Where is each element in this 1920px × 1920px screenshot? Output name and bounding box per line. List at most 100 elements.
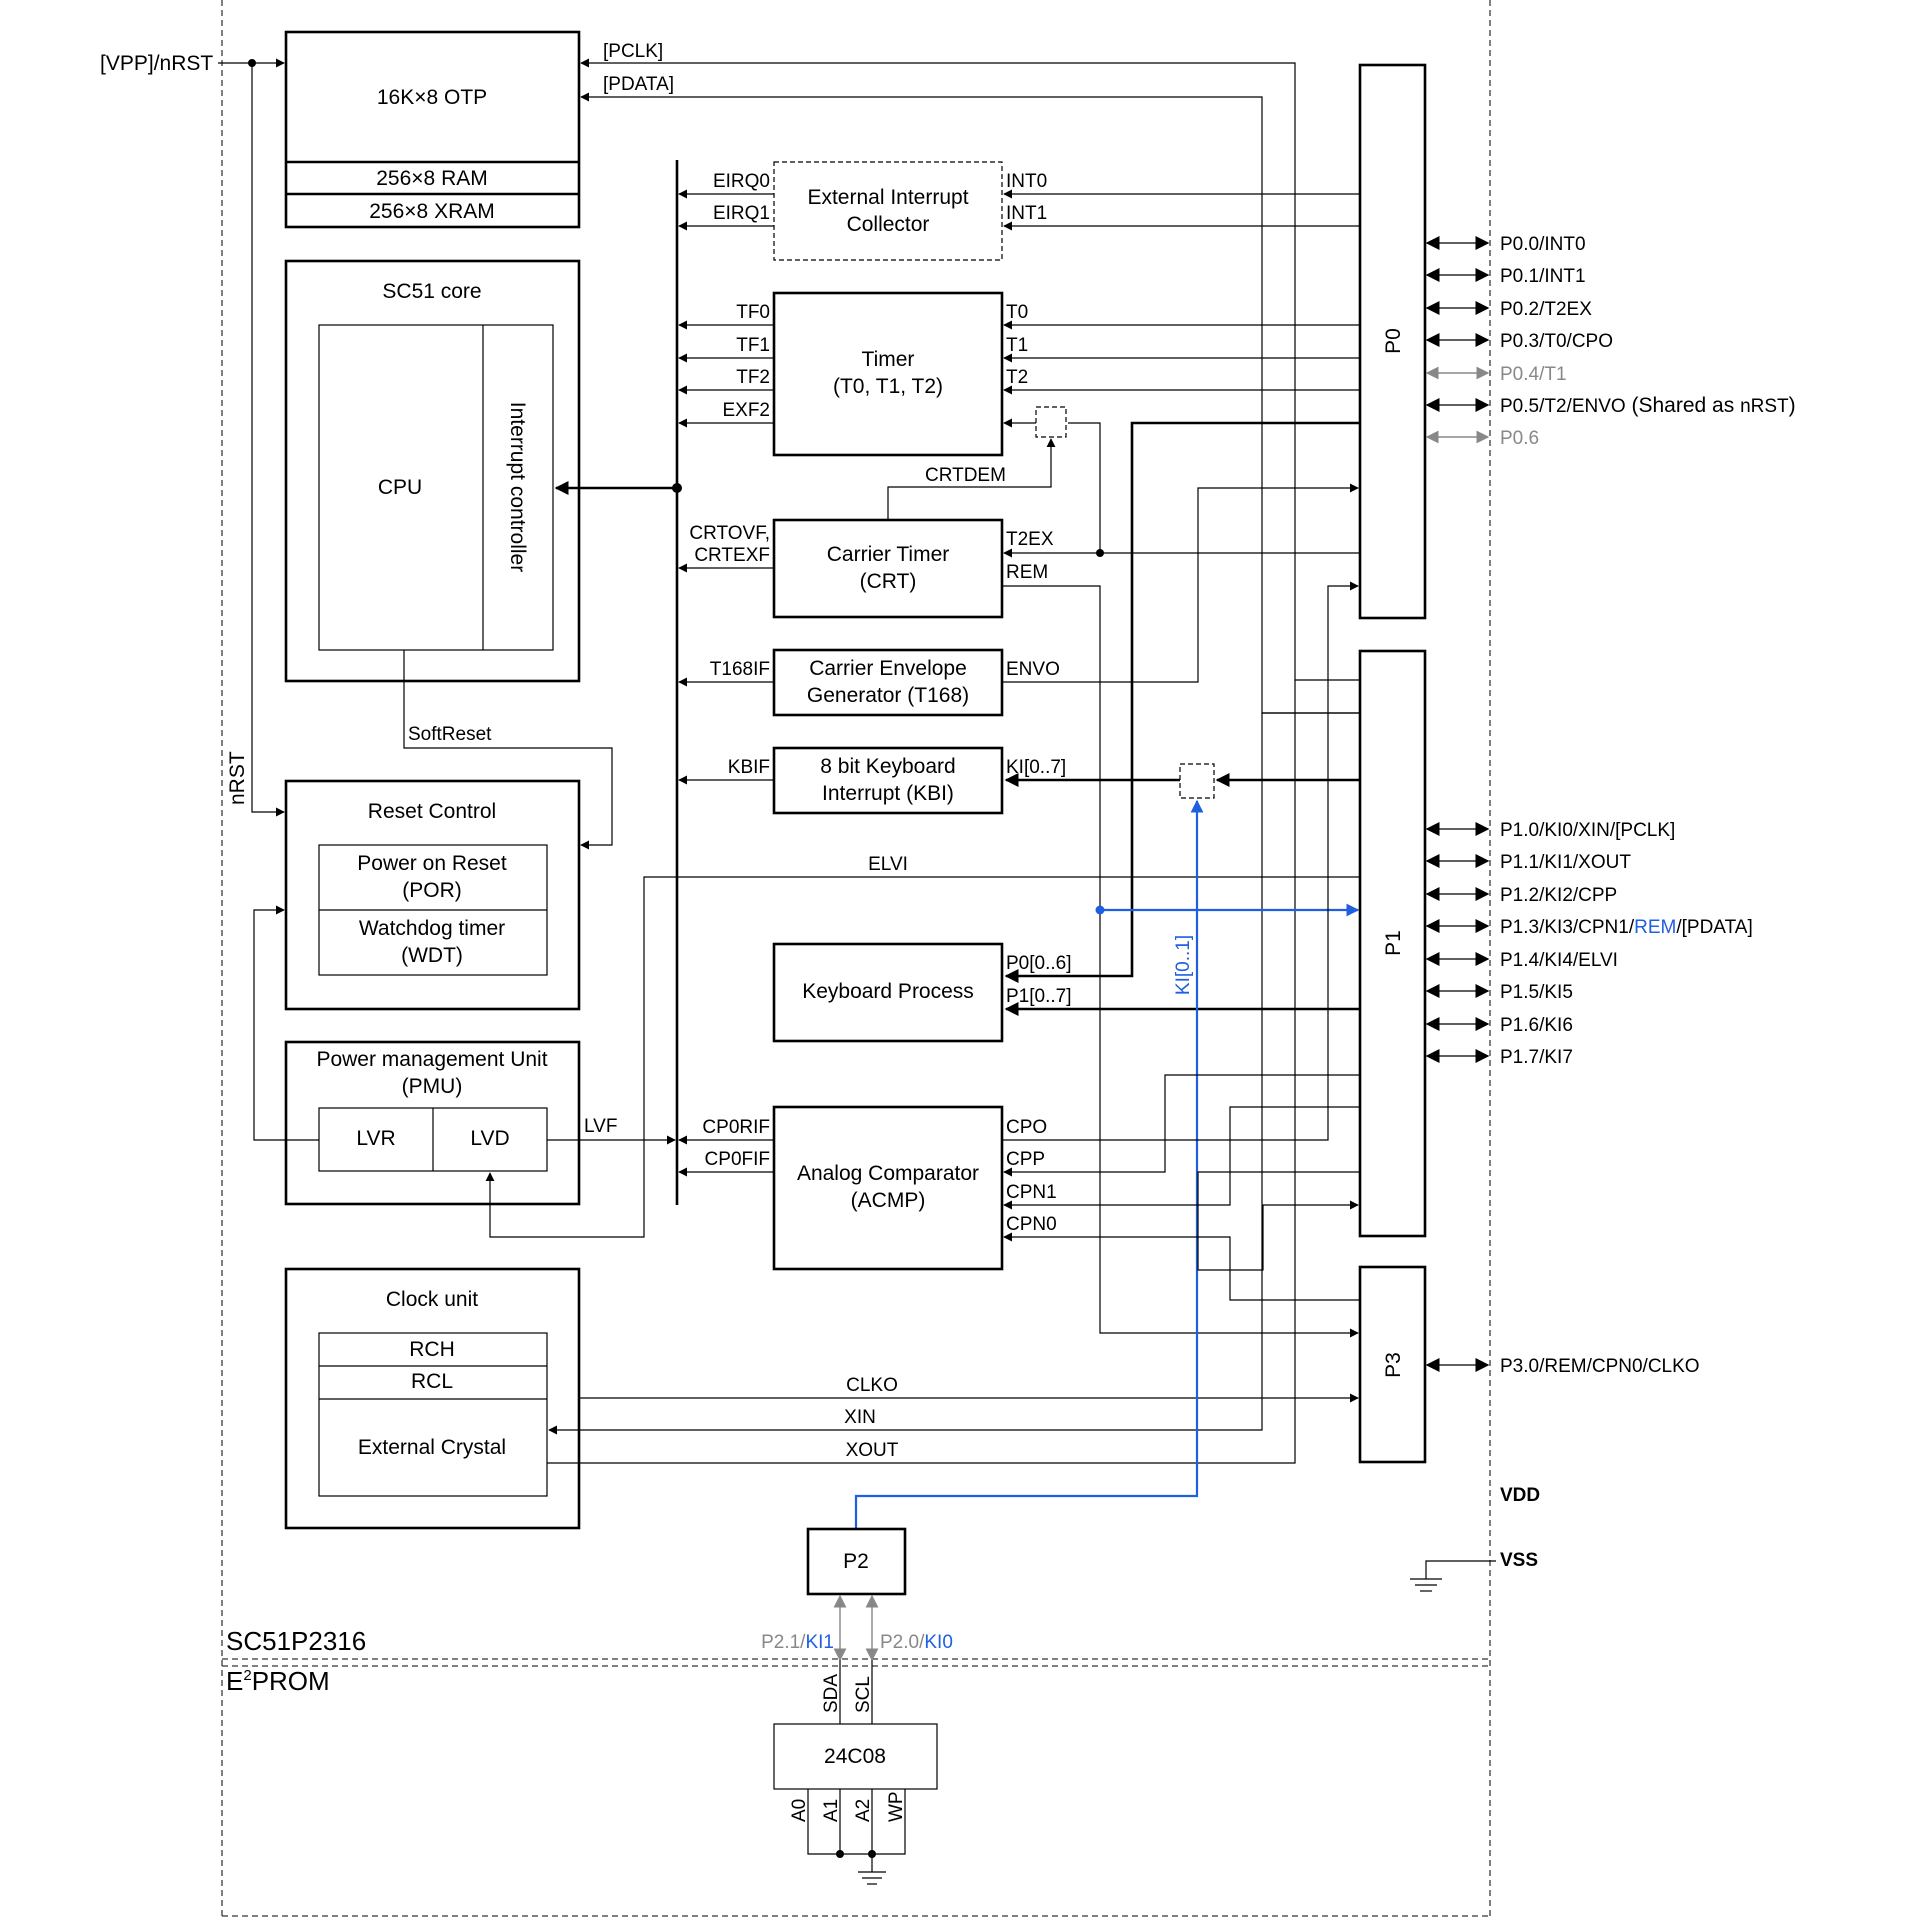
port-p0 [1358, 63, 1427, 620]
port-p1 [1358, 649, 1427, 1238]
nrst-vertical-label: nRST [226, 751, 249, 805]
t2-label: T2 [1006, 367, 1028, 388]
p0-pin-arrows [1425, 236, 1490, 444]
rem-label: REM [1006, 562, 1048, 583]
acmp-title-2: (ACMP) [851, 1189, 926, 1212]
por-abbrev: (POR) [402, 879, 462, 902]
pin-p0-3: P0.3/T0/CPO [1500, 331, 1613, 352]
wp-label: WP [886, 1791, 907, 1822]
t2ex-label: T2EX [1006, 529, 1054, 550]
pin-p0-4: P0.4/T1 [1500, 364, 1567, 385]
elvi-label: ELVI [868, 854, 908, 875]
keyboard-process-block [772, 942, 1004, 1043]
eic-title-2: Collector [847, 213, 930, 236]
ki-label: KI[0..7] [1006, 757, 1066, 778]
pin-p0-0: P0.0/INT0 [1500, 234, 1586, 255]
cp0fif-label: CP0FIF [705, 1149, 770, 1170]
pclk-label: [PCLK] [603, 41, 663, 62]
crt-title-2: (CRT) [860, 570, 917, 593]
cpn1-label: CPN1 [1006, 1182, 1057, 1203]
timer-title-1: Timer [862, 348, 915, 371]
rch-label: RCH [409, 1338, 455, 1361]
analog-comparator-block [772, 1105, 1004, 1271]
pin-p1-3: P1.3/KI3/CPN1/REM/[PDATA] [1500, 917, 1753, 938]
port-p0-label: P0 [1382, 328, 1405, 354]
wdt-abbrev: (WDT) [401, 944, 463, 967]
crtexf-label: CRTEXF [694, 545, 770, 566]
pin-p2-1: P2.1/KI1 [761, 1632, 834, 1653]
timer-title-2: (T0, T1, T2) [833, 375, 943, 398]
pin-p0-5: P0.5/T2/ENVO (Shared as nRST) [1500, 394, 1796, 417]
t168-title-2: Generator (T168) [807, 684, 969, 707]
port-p2 [806, 1527, 907, 1596]
pin-p2-0: P2.0/KI0 [880, 1632, 953, 1653]
lvd-label: LVD [470, 1127, 509, 1150]
interrupt-controller-label: Interrupt controller [506, 402, 529, 572]
eeprom-section-label: E2PROM [226, 1666, 330, 1696]
xin-label: XIN [844, 1407, 876, 1428]
softreset-wire [403, 650, 613, 850]
tf2-label: TF2 [736, 367, 770, 388]
eirq1-label: EIRQ1 [713, 203, 770, 224]
tf1-label: TF1 [736, 335, 770, 356]
p2-eeprom-arrows [833, 1594, 879, 1724]
eic-wires [678, 189, 1360, 231]
pmu-title: Power management Unit [316, 1048, 547, 1071]
cpu-block [318, 324, 554, 651]
ki-blue-wires [854, 799, 1360, 1529]
pin-p0-1: P0.1/INT1 [1500, 266, 1586, 287]
vpp-nrst-pin-label: [VPP]/nRST [100, 52, 213, 75]
port-p2-label: P2 [843, 1550, 869, 1573]
keyboard-interrupt-block [772, 746, 1004, 815]
tf0-label: TF0 [736, 302, 770, 323]
pin-p1-7: P1.7/KI7 [1500, 1047, 1573, 1068]
cpn0-label: CPN0 [1006, 1214, 1057, 1235]
a0-label: A0 [789, 1799, 810, 1822]
reset-control-title: Reset Control [368, 800, 496, 823]
int1-label: INT1 [1006, 203, 1047, 224]
t168-title-1: Carrier Envelope [809, 657, 967, 680]
a1-label: A1 [821, 1799, 842, 1822]
pin-p1-5: P1.5/KI5 [1500, 982, 1573, 1003]
sda-label: SDA [821, 1674, 842, 1713]
chip-frame [221, 0, 1491, 1920]
crtdem-label: CRTDEM [925, 465, 1006, 486]
acmp-title-1: Analog Comparator [797, 1162, 979, 1185]
cpu-label: CPU [378, 476, 422, 499]
ki01-label: KI[0..1] [1173, 935, 1194, 995]
pdata-label: [PDATA] [603, 74, 674, 95]
envo-label: ENVO [1006, 659, 1060, 680]
external-crystal-label: External Crystal [358, 1436, 506, 1459]
t0-label: T0 [1006, 302, 1028, 323]
vss-label: VSS [1500, 1550, 1538, 1571]
clock-wires [547, 680, 1360, 1464]
otp-label: 16K×8 OTP [377, 86, 487, 109]
p1-bus-label: P1[0..7] [1006, 986, 1072, 1007]
pin-p0-2: P0.2/T2EX [1500, 299, 1592, 320]
t168if-label: T168IF [710, 659, 770, 680]
pin-p3-0: P3.0/REM/CPN0/CLKO [1500, 1356, 1700, 1377]
crt-wires [678, 548, 1360, 1338]
pin-p1-4: P1.4/KI4/ELVI [1500, 950, 1618, 971]
xram-label: 256×8 XRAM [369, 200, 495, 223]
interrupt-bus [554, 160, 682, 1205]
p1-pin-arrows [1425, 822, 1490, 1063]
pmu-wires [253, 876, 1360, 1238]
cp0rif-label: CP0RIF [702, 1117, 770, 1138]
vdd-label: VDD [1500, 1485, 1540, 1506]
carrier-timer-block [772, 518, 1004, 619]
crt-title-1: Carrier Timer [827, 543, 950, 566]
eeprom-chip-24c08 [773, 1723, 938, 1790]
timer-block [772, 291, 1004, 457]
chip-name-label: SC51P2316 [226, 1626, 366, 1656]
timer-wires [678, 320, 1360, 553]
port-p1-label: P1 [1382, 930, 1405, 956]
eic-title-1: External Interrupt [807, 186, 968, 209]
wdt-label: Watchdog timer [359, 917, 505, 940]
eeprom-address-wires [807, 1789, 906, 1872]
pmu-abbrev: (PMU) [402, 1075, 463, 1098]
int0-label: INT0 [1006, 171, 1047, 192]
t168-wires [678, 483, 1359, 687]
kbi-title-2: Interrupt (KBI) [822, 782, 954, 805]
scl-label: SCL [853, 1676, 874, 1713]
